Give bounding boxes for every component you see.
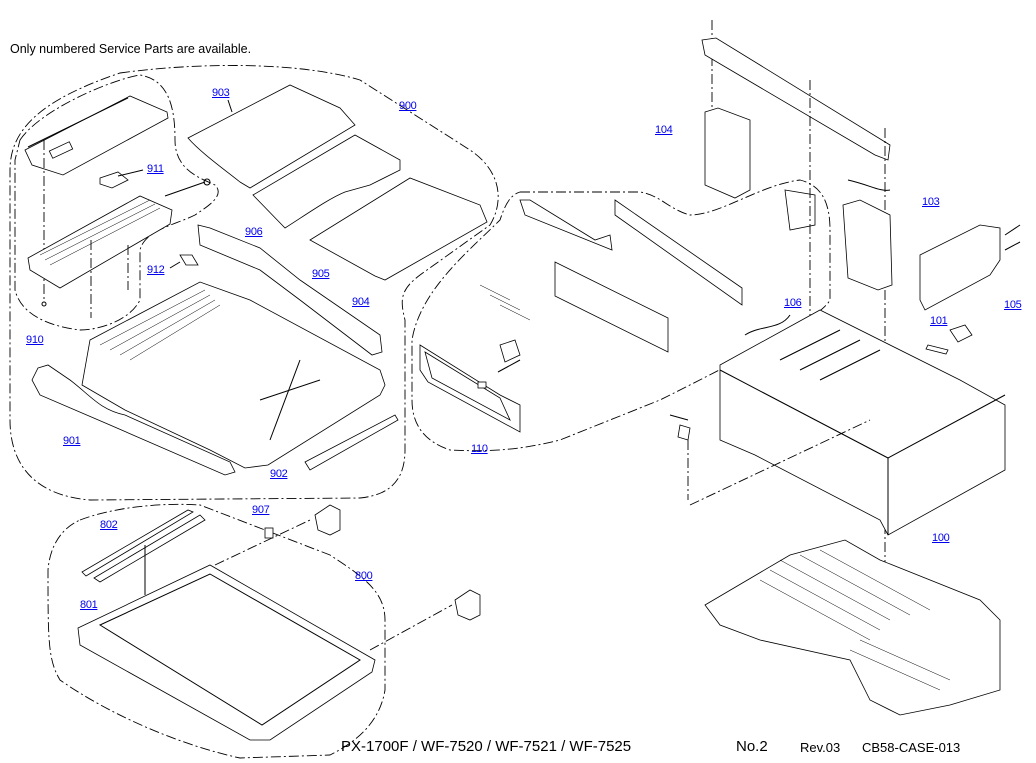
part-link-105[interactable]: 105 (1004, 299, 1022, 311)
part-link-100[interactable]: 100 (932, 532, 950, 544)
part-link-110[interactable]: 110 (471, 443, 488, 455)
service-parts-note: Only numbered Service Parts are availabl… (10, 42, 252, 56)
group-outline-800 (47, 503, 386, 759)
part-link-103[interactable]: 103 (922, 196, 940, 208)
part-link-802[interactable]: 802 (100, 519, 118, 531)
part-907 (264, 527, 274, 539)
part-link-910[interactable]: 910 (26, 334, 44, 346)
part-103 (842, 179, 893, 291)
group-outline-900 (9, 65, 499, 501)
part-802-strip (81, 509, 194, 577)
part-link-104[interactable]: 104 (655, 124, 673, 136)
adf-base-tray (81, 281, 386, 469)
spring-parts (669, 414, 691, 500)
footer-models: PX-1700F / WF-7520 / WF-7521 / WF-7525 (341, 738, 632, 755)
part-link-911[interactable]: 911 (147, 163, 164, 175)
part-902 (304, 414, 399, 471)
part-link-903[interactable]: 903 (212, 87, 230, 99)
part-801-strip (93, 514, 206, 595)
group-outline-910 (14, 74, 219, 331)
part-100-base (689, 309, 1006, 536)
part-link-905[interactable]: 905 (312, 268, 330, 280)
part-link-902[interactable]: 902 (270, 468, 288, 480)
main-board (479, 189, 816, 353)
part-912 (169, 254, 199, 269)
footer-revision: Rev.03 (800, 740, 841, 755)
footer-drawing-code: CB58-CASE-013 (862, 740, 961, 755)
printer-mechanism (704, 539, 1001, 716)
part-link-901[interactable]: 901 (63, 435, 81, 447)
part-link-801[interactable]: 801 (80, 599, 98, 611)
part-901 (31, 364, 236, 476)
part-link-906[interactable]: 906 (245, 226, 263, 238)
part-link-900[interactable]: 900 (399, 100, 417, 112)
part-911 (99, 169, 144, 189)
group-outline-110 (411, 179, 831, 452)
part-110-panel (419, 339, 521, 433)
hinge-lower (369, 589, 481, 651)
part-link-800[interactable]: 800 (355, 570, 373, 582)
part-link-106[interactable]: 106 (784, 297, 802, 309)
part-105 (919, 224, 1021, 311)
hinge-upper (214, 504, 341, 566)
part-link-904[interactable]: 904 (352, 296, 370, 308)
footer-page-number: No.2 (736, 738, 768, 755)
part-106-cable (744, 314, 791, 336)
part-906 (252, 134, 401, 229)
part-link-907[interactable]: 907 (252, 504, 270, 516)
part-904 (309, 177, 488, 281)
part-903 (187, 84, 356, 189)
part-104 (704, 20, 751, 199)
part-link-912[interactable]: 912 (147, 264, 165, 276)
part-800-frame (77, 564, 376, 741)
part-910-adf-cover (24, 95, 169, 307)
adf-mechanism (27, 178, 211, 318)
part-905 (197, 224, 383, 356)
part-link-101[interactable]: 101 (930, 315, 948, 327)
